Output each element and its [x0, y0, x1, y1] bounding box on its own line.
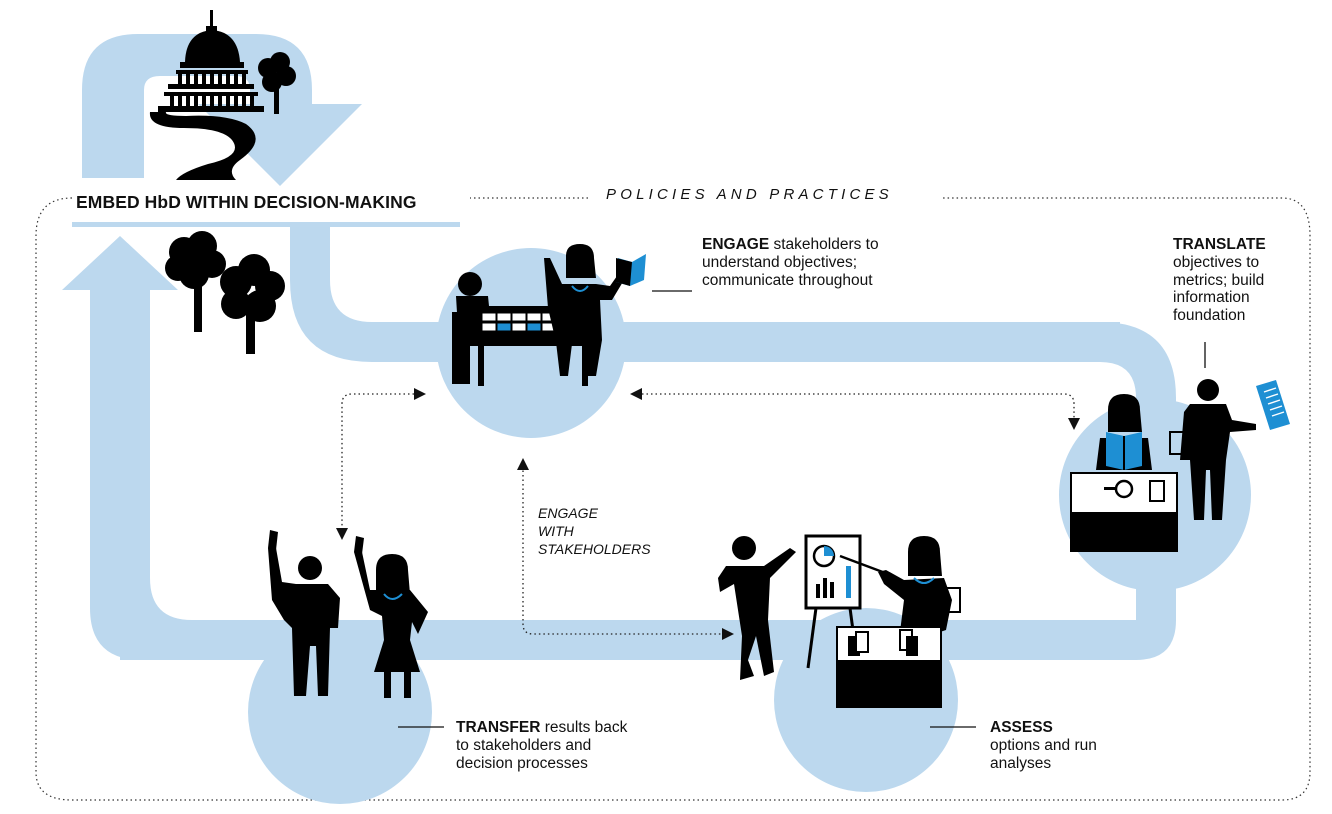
upper-columns	[178, 74, 246, 84]
trees-icon	[165, 231, 285, 354]
engage-with-line3: STAKEHOLDERS	[538, 541, 651, 558]
translate-label: TRANSLATE objectives to metrics; build i…	[1173, 236, 1323, 325]
presentation-icon	[718, 534, 961, 708]
tree-icon	[258, 52, 296, 114]
assess-line2: options and run	[990, 736, 1097, 754]
assess-keyword: ASSESS	[990, 719, 1053, 736]
policies-frame	[35, 197, 1311, 801]
engage-line1: stakeholders to	[769, 236, 879, 253]
engage-with-line1: ENGAGE	[538, 505, 598, 521]
transfer-keyword: TRANSFER	[456, 719, 541, 736]
connector-arrowheads	[336, 388, 1080, 640]
meeting-icon	[452, 244, 646, 386]
assess-label: ASSESS options and run analyses	[990, 719, 1140, 772]
engage-line2: understand objectives;	[702, 253, 858, 271]
translate-line5: foundation	[1173, 307, 1246, 325]
analysts-icon	[1070, 379, 1290, 552]
translate-line2: objectives to	[1173, 253, 1260, 271]
policies-label: POLICIES AND PRACTICES	[606, 186, 893, 203]
document-icon	[1256, 380, 1290, 430]
transfer-line2: to stakeholders and	[456, 736, 592, 754]
embed-title: EMBED HbD WITHIN DECISION-MAKING	[76, 192, 417, 212]
transfer-label: TRANSFER results back to stakeholders an…	[456, 719, 696, 772]
engage-keyword: ENGAGE	[702, 236, 770, 253]
engage-label: ENGAGE stakeholders to understand object…	[702, 236, 962, 289]
translate-line3: metrics; build	[1173, 271, 1265, 289]
engage-line3: communicate throughout	[702, 271, 873, 289]
lower-columns	[170, 96, 254, 106]
transfer-line3: decision processes	[456, 754, 588, 772]
translate-line4: information	[1173, 289, 1250, 307]
leader-lines	[398, 290, 1206, 728]
transfer-line1: results back	[540, 719, 628, 736]
engage-with-line2: WITH	[538, 523, 574, 540]
engage-with-stakeholders-label: ENGAGE WITH STAKEHOLDERS	[538, 504, 651, 559]
stakeholders-icon	[268, 530, 428, 698]
translate-keyword: TRANSLATE	[1173, 236, 1266, 253]
assess-line3: analyses	[990, 754, 1052, 772]
capitol-icon	[149, 10, 264, 180]
engage-connectors	[341, 393, 1075, 635]
